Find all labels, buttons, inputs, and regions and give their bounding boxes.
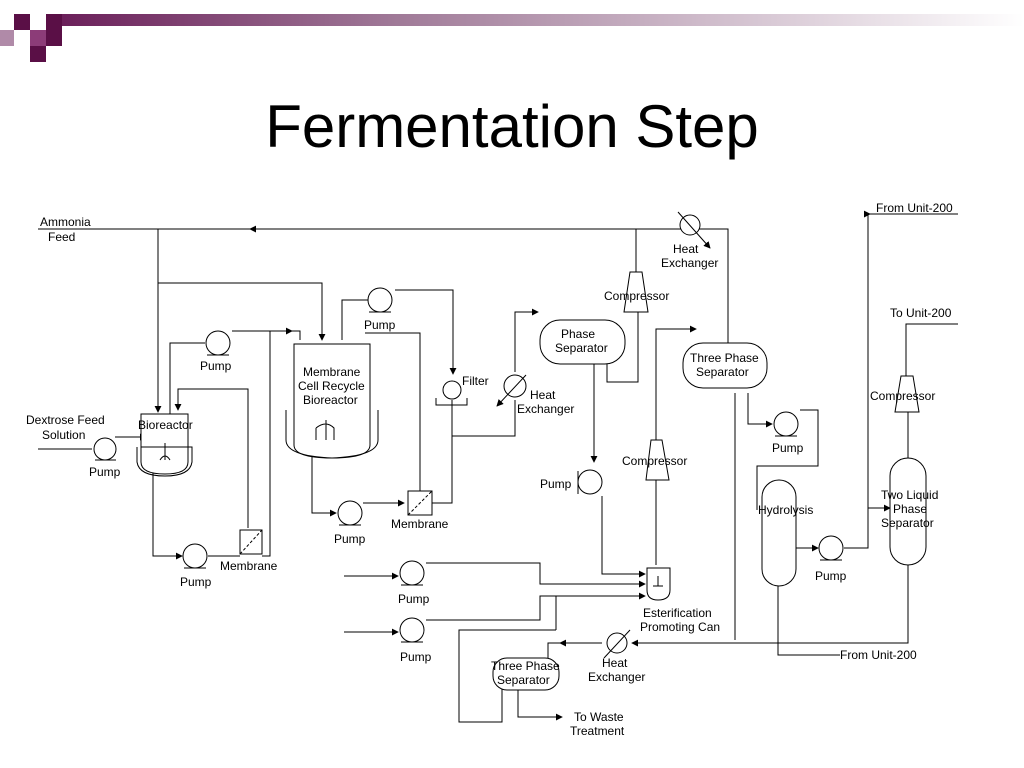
pump-right-mid [577, 469, 603, 495]
label-to-unit-200: To Unit-200 [890, 306, 952, 320]
label-est-1: Esterification [643, 606, 712, 620]
three-phase-separator-bottom [492, 657, 560, 691]
label-hydrolysis: Hydrolysis [758, 503, 813, 517]
compressor-mid [645, 439, 670, 481]
membrane-cell-recycle-bioreactor [285, 343, 379, 459]
label-hx-top-1: Heat [673, 242, 699, 256]
label-mcr-1: Membrane [303, 365, 361, 379]
label-feed: Feed [48, 230, 75, 244]
label-tps-bot-1: Three Phase [491, 659, 560, 673]
pump-top [205, 330, 231, 356]
pump-bottom-left [182, 543, 208, 569]
deco-square [0, 30, 14, 46]
label-pump-tps: Pump [772, 441, 804, 455]
label-tps-bot-2: Separator [497, 673, 550, 687]
compressor-right [894, 375, 920, 413]
label-filter: Filter [462, 374, 489, 388]
label-est-2: Promoting Can [640, 620, 720, 634]
label-pump-bottom-left: Pump [180, 575, 212, 589]
heat-exchanger-top [677, 211, 711, 249]
filter [435, 380, 468, 406]
label-ammonia: Ammonia [40, 215, 91, 229]
heat-exchanger-mid [496, 374, 527, 407]
pump-est1 [399, 560, 425, 586]
deco-square [14, 14, 30, 30]
label-pump-feed: Pump [89, 465, 121, 479]
pump-mcr-bottom [337, 500, 363, 526]
deco-square [30, 30, 46, 46]
label-phase-sep-1: Phase [561, 327, 595, 341]
label-pump-right-mid: Pump [540, 477, 572, 491]
compressor-top [623, 271, 649, 313]
deco-square [46, 30, 62, 46]
pump-est2 [399, 617, 425, 643]
label-solution: Solution [42, 428, 85, 442]
label-pump-est-2: Pump [400, 650, 432, 664]
label-tlps-2: Phase [893, 502, 927, 516]
label-hx-mid-1: Heat [530, 388, 556, 402]
label-waste-2: Treatment [570, 724, 625, 738]
label-from-unit-200-top: From Unit-200 [876, 201, 953, 215]
label-hx-mid-2: Exchanger [517, 402, 574, 416]
label-hx-bot-1: Heat [602, 656, 628, 670]
label-bioreactor: Bioreactor [138, 418, 193, 432]
label-pump-hydro: Pump [815, 569, 847, 583]
bioreactor-vessel [136, 413, 193, 477]
phase-separator [539, 319, 626, 365]
label-membrane-left: Membrane [220, 559, 278, 573]
heat-exchanger-bottom [603, 629, 631, 659]
label-tps-top-2: Separator [696, 365, 749, 379]
label-pump-mcr-top: Pump [364, 318, 396, 332]
membrane-left [239, 529, 263, 555]
label-pump-mcr-bottom: Pump [334, 532, 366, 546]
membrane-mid [407, 490, 433, 516]
label-pump-top: Pump [200, 359, 232, 373]
label-mcr-2: Cell Recycle [298, 379, 365, 393]
decorative-header [0, 14, 1024, 62]
pipes [38, 210, 958, 723]
three-phase-separator-top [682, 342, 768, 389]
label-waste-1: To Waste [574, 710, 624, 724]
deco-square [46, 14, 62, 30]
header-gradient-bar [60, 14, 1024, 26]
label-hx-top-2: Exchanger [661, 256, 718, 270]
pump-feed [93, 437, 117, 461]
label-tlps-3: Separator [881, 516, 934, 530]
label-from-unit-200-bottom: From Unit-200 [840, 648, 917, 662]
label-compressor-mid: Compressor [622, 454, 687, 468]
slide-title: Fermentation Step [265, 93, 759, 160]
label-phase-sep-2: Separator [555, 341, 608, 355]
deco-square [30, 46, 46, 62]
label-compressor-top: Compressor [604, 289, 669, 303]
label-pump-est-1: Pump [398, 592, 430, 606]
label-tlps-1: Two Liquid [881, 488, 938, 502]
esterification-promoting-can [646, 567, 671, 601]
label-tps-top-1: Three Phase [690, 351, 759, 365]
label-dextrose: Dextrose Feed [26, 413, 105, 427]
pump-mcr-top [367, 287, 393, 313]
label-hx-bot-2: Exchanger [588, 670, 645, 684]
pump-hydro [818, 535, 844, 561]
two-liquid-phase-separator [889, 457, 927, 566]
label-compressor-right: Compressor [870, 389, 935, 403]
diagram-labels: Ammonia Feed Dextrose Feed Solution Pump… [26, 201, 953, 738]
label-mcr-3: Bioreactor [303, 393, 358, 407]
pump-tps [773, 411, 799, 437]
hydrolysis-column [761, 479, 797, 587]
label-membrane-mid: Membrane [391, 517, 449, 531]
